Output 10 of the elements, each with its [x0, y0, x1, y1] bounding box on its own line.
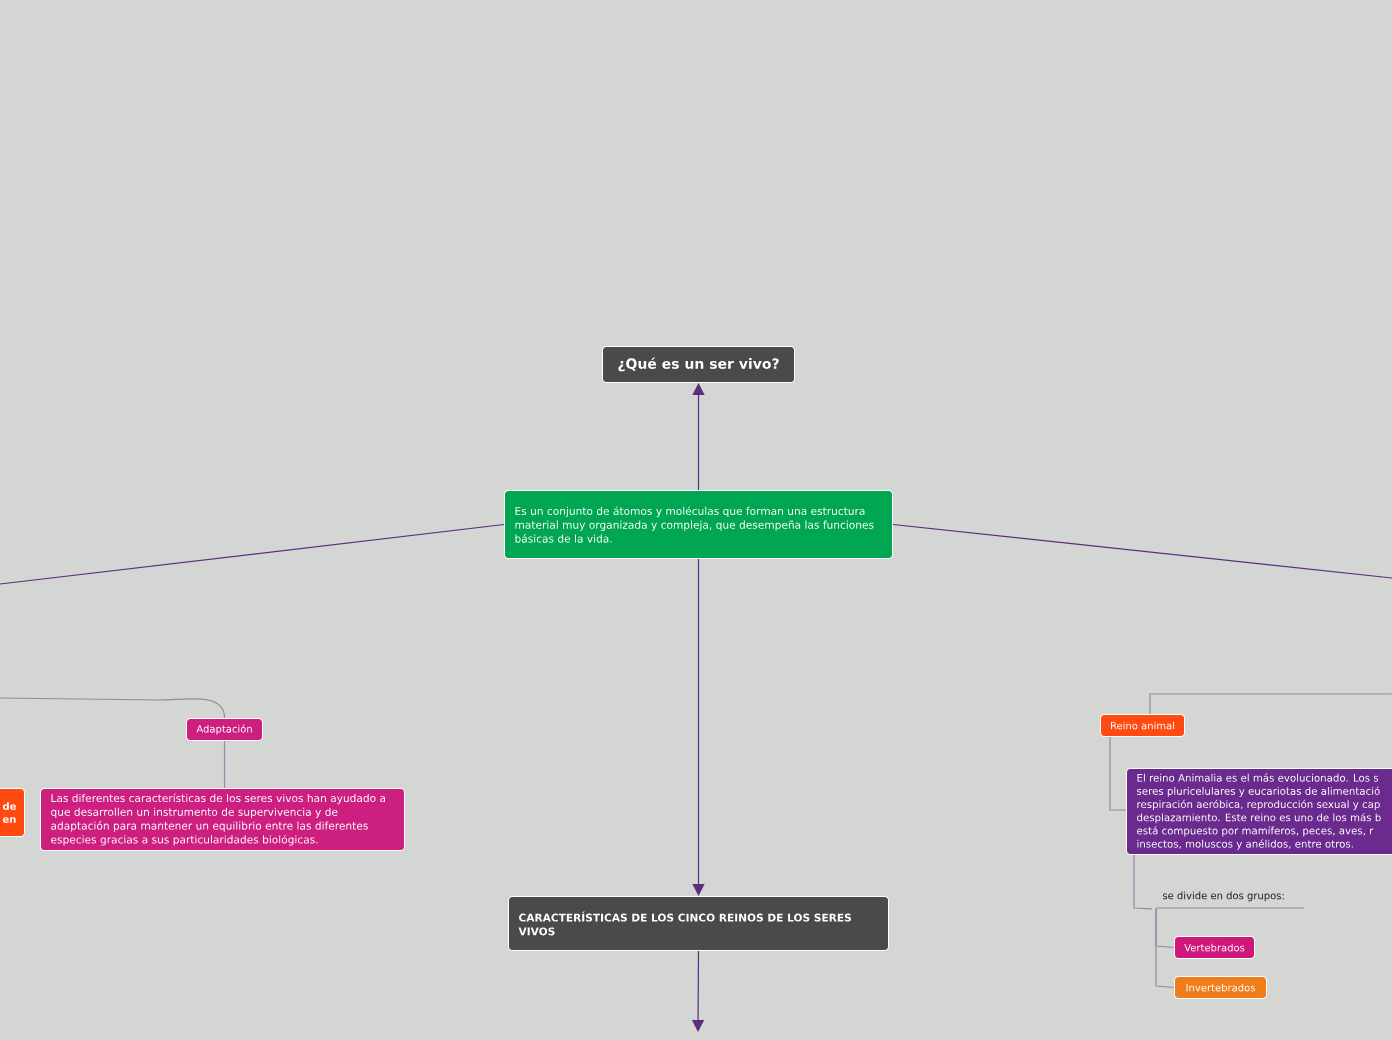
connector: [1155, 908, 1175, 989]
connector: [1109, 736, 1127, 811]
connector: [223, 740, 226, 789]
connector: [892, 523, 1392, 579]
connector: [692, 383, 705, 491]
connector: [0, 523, 505, 585]
connector: [1133, 854, 1153, 910]
connector: [692, 558, 705, 896]
connector: [1149, 693, 1392, 715]
connector: [0, 697, 226, 719]
